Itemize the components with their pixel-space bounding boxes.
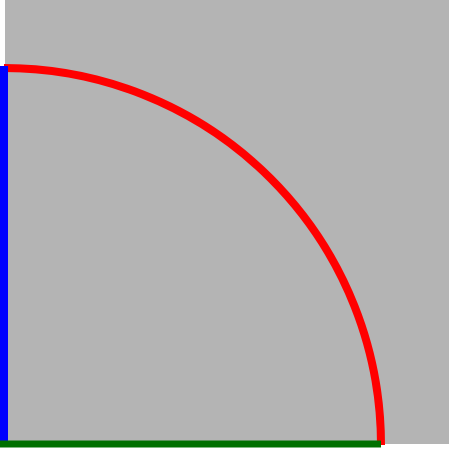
quarter-circle-arc: [3, 64, 385, 446]
